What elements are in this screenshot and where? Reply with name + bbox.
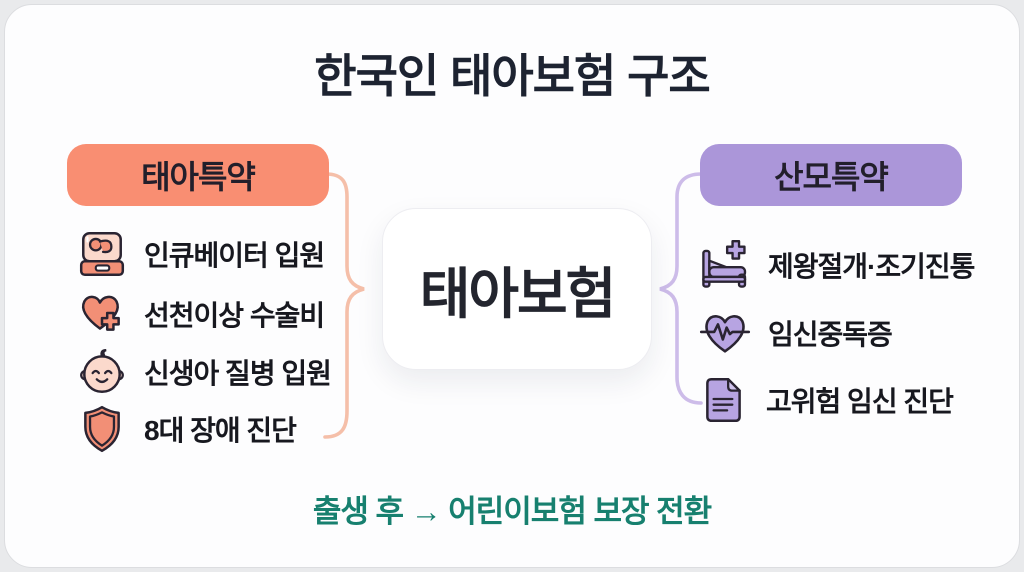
- fetal-rider-pill: 태아특약: [67, 144, 329, 206]
- list-item: 고위험 임신 진단: [698, 373, 954, 427]
- maternal-rider-pill: 산모특약: [700, 144, 962, 206]
- shield-icon: [84, 405, 120, 453]
- fetal-insurance-label: 태아보험: [419, 263, 616, 325]
- list-item-label: 임신중독증: [768, 319, 893, 350]
- list-item-label: 8대 장애 진단: [144, 415, 297, 446]
- hospital-bed-icon: [702, 240, 747, 288]
- baby-face-icon: [80, 349, 124, 394]
- list-item: 임신중독증: [698, 306, 893, 360]
- list-item: 선천이상 수술비: [76, 287, 325, 341]
- fetal-rider-label: 태아특약: [141, 159, 256, 195]
- fetal-insurance-node: 태아보험: [382, 208, 652, 370]
- heart-plus-icon: [81, 295, 120, 331]
- incubator-icon: [79, 231, 125, 277]
- maternal-rider-label: 산모특약: [774, 159, 889, 195]
- list-item: 신생아 질병 입원: [76, 345, 332, 399]
- list-item-label: 선천이상 수술비: [144, 300, 325, 331]
- heart-ecg-icon: [699, 315, 751, 353]
- conversion-note: 출생 후 → 어린이보험 보장 전환: [312, 494, 712, 529]
- list-item-label: 인큐베이터 입원: [144, 240, 325, 271]
- list-item: 인큐베이터 입원: [76, 227, 325, 281]
- list-item: 제왕절개·조기진통: [698, 238, 975, 292]
- list-item-label: 제왕절개·조기진통: [768, 251, 975, 282]
- list-item-label: 고위험 임신 진단: [766, 386, 954, 417]
- list-item-label: 신생아 질병 입원: [144, 358, 332, 389]
- document-icon: [706, 377, 741, 423]
- list-item: 8대 장애 진단: [76, 402, 297, 456]
- page-title: 한국인 태아보험 구조: [314, 50, 710, 102]
